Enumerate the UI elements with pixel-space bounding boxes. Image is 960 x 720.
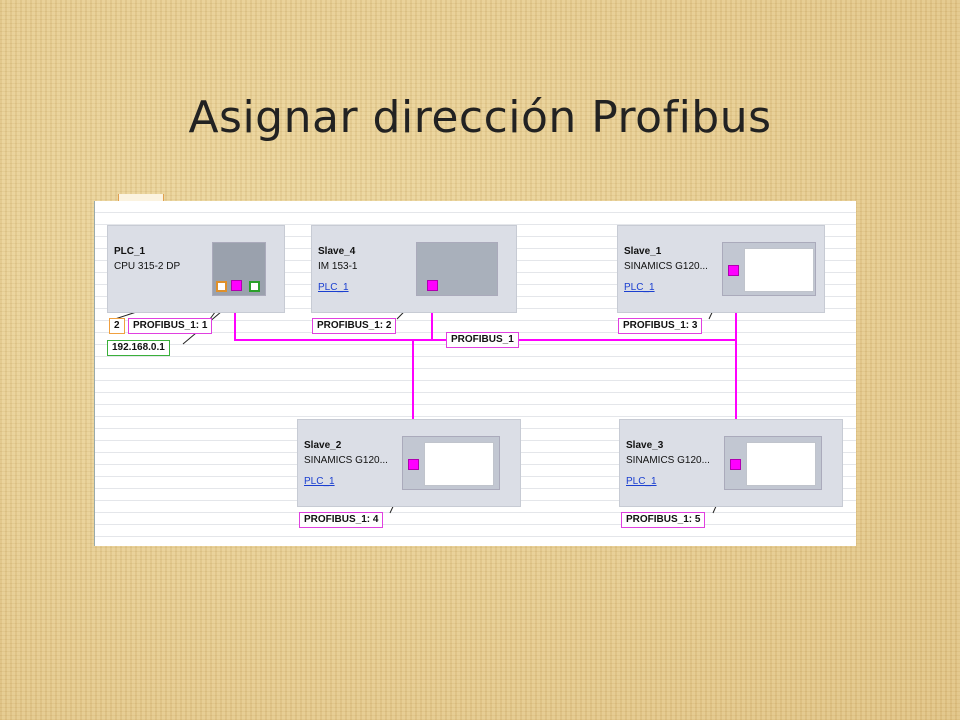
device-type: IM 153-1 bbox=[318, 261, 358, 272]
master-link[interactable]: PLC_1 bbox=[626, 476, 657, 487]
device-name: PLC_1 bbox=[114, 246, 146, 257]
mpi-address-badge[interactable]: 2 bbox=[109, 318, 125, 334]
device-slave-4[interactable]: Slave_4 IM 153-1 PLC_1 bbox=[311, 225, 517, 313]
device-type: SINAMICS G120... bbox=[624, 261, 708, 272]
device-slave-3[interactable]: Slave_3 SINAMICS G120... PLC_1 bbox=[619, 419, 843, 507]
dp-port-icon[interactable] bbox=[730, 459, 741, 470]
device-slave-2[interactable]: Slave_2 SINAMICS G120... PLC_1 bbox=[297, 419, 521, 507]
profibus-address-badge-plc[interactable]: PROFIBUS_1: 1 bbox=[128, 318, 213, 334]
dp-port-icon[interactable] bbox=[728, 265, 739, 276]
motor-drive-icon bbox=[746, 442, 816, 486]
dp-port-icon[interactable] bbox=[408, 459, 419, 470]
network-view-canvas[interactable]: PLC_1 CPU 315-2 DP Slave_4 IM 153-1 PLC_… bbox=[94, 201, 856, 546]
master-link[interactable]: PLC_1 bbox=[304, 476, 335, 487]
device-plc-1[interactable]: PLC_1 CPU 315-2 DP bbox=[107, 225, 285, 313]
device-name: Slave_1 bbox=[624, 246, 662, 257]
ip-address-badge[interactable]: 192.168.0.1 bbox=[107, 340, 170, 356]
profibus-address-badge-slave4[interactable]: PROFIBUS_1: 2 bbox=[312, 318, 397, 334]
master-link[interactable]: PLC_1 bbox=[318, 282, 349, 293]
profinet-port-icon[interactable] bbox=[249, 281, 260, 292]
device-slave-1[interactable]: Slave_1 SINAMICS G120... PLC_1 bbox=[617, 225, 825, 313]
profibus-address-badge-slave3[interactable]: PROFIBUS_1: 5 bbox=[621, 512, 706, 528]
device-type: SINAMICS G120... bbox=[304, 455, 388, 466]
device-name: Slave_3 bbox=[626, 440, 664, 451]
profibus-address-badge-slave2[interactable]: PROFIBUS_1: 4 bbox=[299, 512, 384, 528]
device-name: Slave_2 bbox=[304, 440, 342, 451]
mpi-port-icon[interactable] bbox=[216, 281, 227, 292]
device-name: Slave_4 bbox=[318, 246, 356, 257]
motor-drive-icon bbox=[424, 442, 494, 486]
slide-title: Asignar dirección Profibus bbox=[188, 92, 772, 143]
master-link[interactable]: PLC_1 bbox=[624, 282, 655, 293]
device-type: SINAMICS G120... bbox=[626, 455, 710, 466]
motor-drive-icon bbox=[744, 248, 814, 292]
device-type: CPU 315-2 DP bbox=[114, 261, 181, 272]
dp-port-icon[interactable] bbox=[231, 280, 242, 291]
profibus-address-badge-slave1[interactable]: PROFIBUS_1: 3 bbox=[618, 318, 703, 334]
profibus-network-label[interactable]: PROFIBUS_1 bbox=[446, 332, 519, 348]
dp-port-icon[interactable] bbox=[427, 280, 438, 291]
